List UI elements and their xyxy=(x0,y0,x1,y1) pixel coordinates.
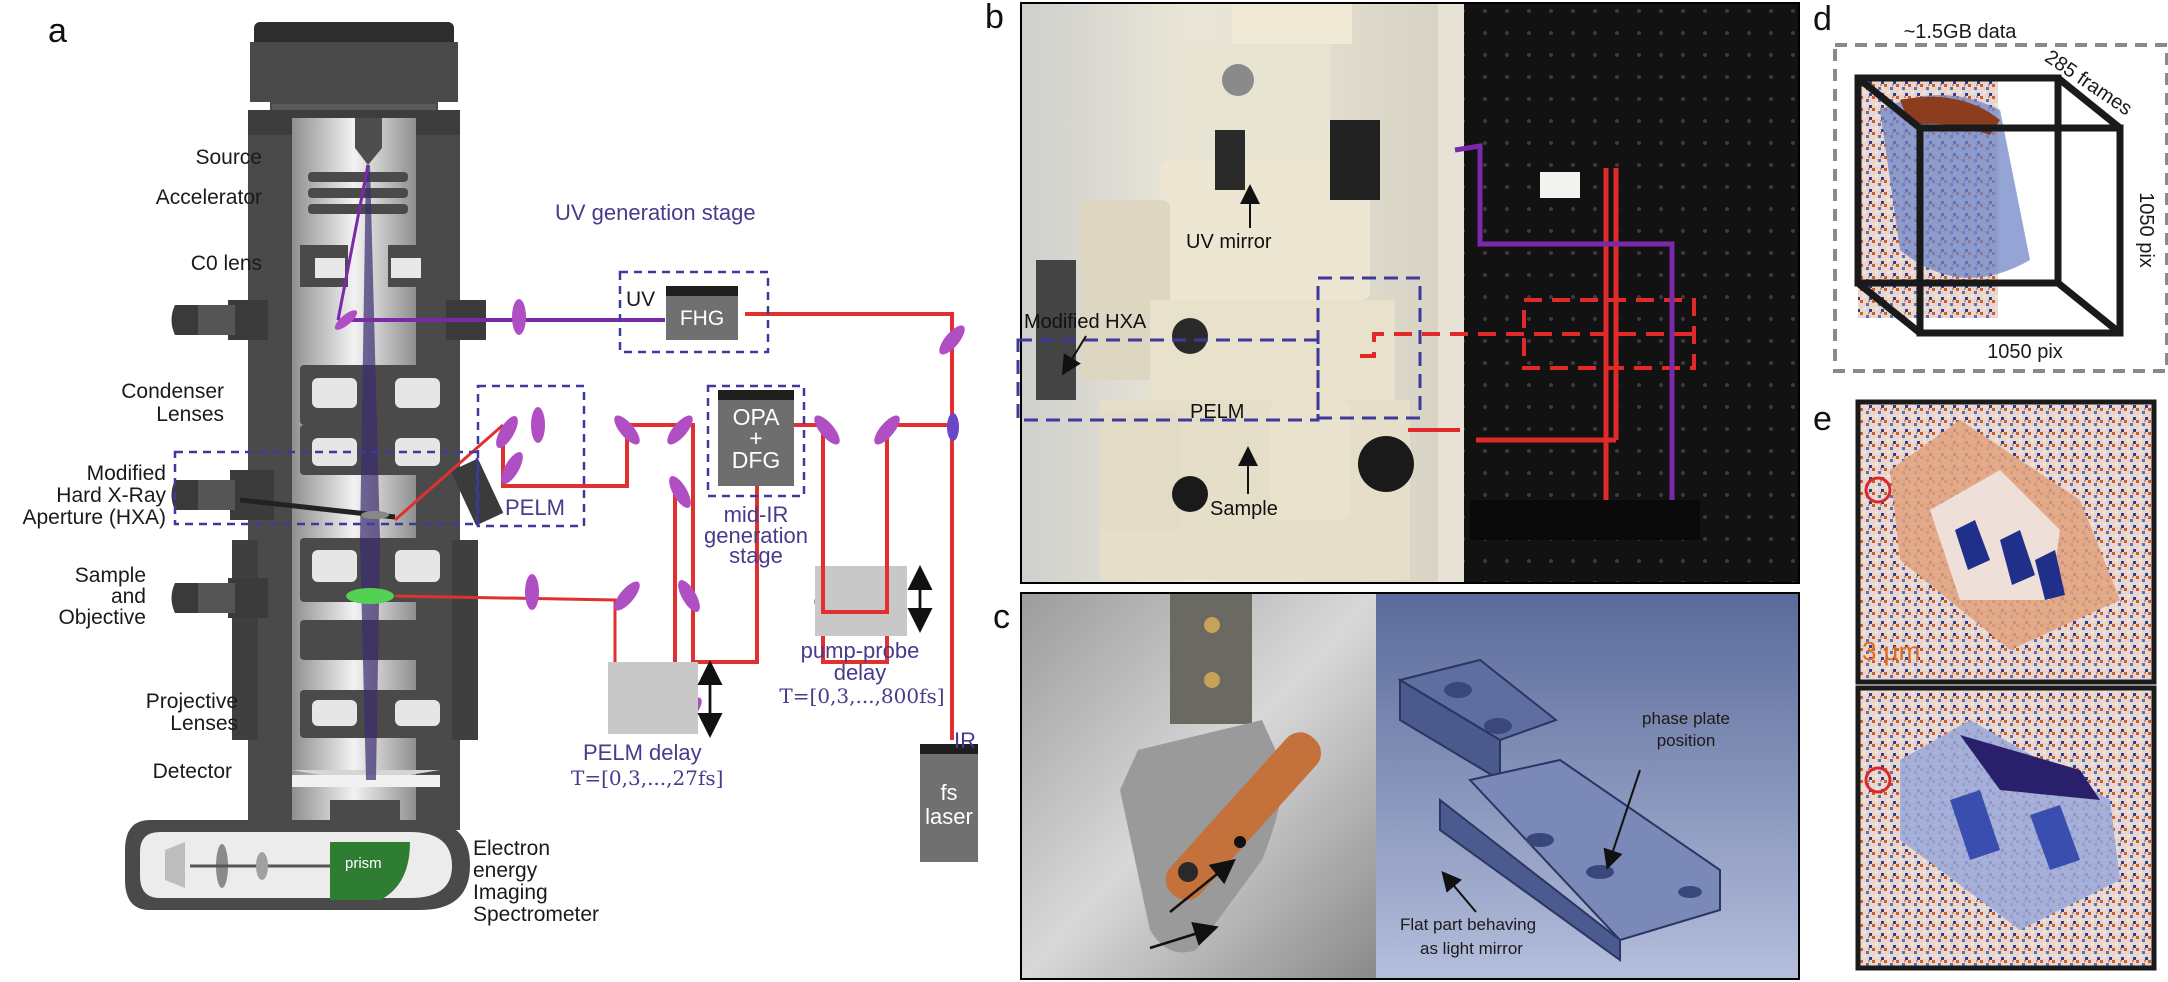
panel-c-labels: phase plate position Flat part behaving … xyxy=(1400,709,1730,958)
midir-line1: mid-IR xyxy=(724,502,789,527)
laser-line2: laser xyxy=(925,804,973,829)
label-spec-2: energy xyxy=(473,859,538,882)
label-c0-lens: C0 lens xyxy=(191,252,262,275)
sample-spot xyxy=(346,588,394,604)
label-accelerator: Accelerator xyxy=(156,186,262,209)
flat-part-line1: Flat part behaving xyxy=(1400,915,1536,934)
label-hxa-2: Hard X-Ray xyxy=(56,484,166,507)
uv-stage-title: UV generation stage xyxy=(555,200,756,225)
uv-generation-stage: UV generation stage FHG UV xyxy=(555,200,770,354)
pelm-delay-label: PELM delay xyxy=(583,740,702,765)
fhg-label: FHG xyxy=(680,307,724,330)
scale-bar-label: 3 µm xyxy=(1862,636,1920,666)
opa-line3: DFG xyxy=(732,447,781,473)
pump-probe-range: T=[0,3,...,800fs] xyxy=(779,684,944,708)
pelm-stage: PELM PELM delay T=[0,3,...,27fs] xyxy=(173,384,723,790)
label-projective-1: Projective xyxy=(146,690,238,713)
label-sample-1: Sample xyxy=(75,564,146,587)
fs-laser: fs laser IR xyxy=(920,728,978,862)
panel-label-d: d xyxy=(1813,0,1832,38)
pelm-label: PELM xyxy=(505,495,565,520)
pix-vertical-label: 1050 pix xyxy=(2135,192,2157,268)
laser-line1: fs xyxy=(940,780,957,805)
opa-dfg-stage: OPA + DFG mid-IR generation stage xyxy=(704,384,808,568)
opa-line1: OPA xyxy=(733,404,781,430)
panel-label-a: a xyxy=(48,12,67,50)
panel-b-photo xyxy=(1016,2,1800,584)
label-condenser-1: Condenser xyxy=(121,380,224,403)
modified-hxa-label: Modified HXA xyxy=(1024,311,1147,333)
pump-probe-line1: pump-probe xyxy=(801,638,920,663)
panel-c-photo xyxy=(1020,592,1800,980)
panel-label-c: c xyxy=(993,598,1010,636)
side-ports xyxy=(171,305,396,613)
label-spec-3: Imaging xyxy=(473,881,548,904)
flat-part-line2: as light mirror xyxy=(1420,939,1523,958)
sample-photo-label: Sample xyxy=(1210,498,1278,520)
data-size-label: ~1.5GB data xyxy=(1904,21,2018,43)
pelm-photo-label: PELM xyxy=(1190,401,1244,423)
uv-label: UV xyxy=(626,288,655,311)
phase-plate-line2: position xyxy=(1657,731,1716,750)
spectrometer: prism xyxy=(125,820,470,910)
pelm-delay-range: T=[0,3,...,27fs] xyxy=(571,766,723,790)
label-condenser-2: Lenses xyxy=(156,403,224,426)
label-sample-2: and xyxy=(111,585,146,608)
pump-probe-delay: pump-probe delay T=[0,3,...,800fs] xyxy=(779,565,945,708)
pix-horizontal-label: 1050 pix xyxy=(1987,341,2063,363)
pump-probe-line2: delay xyxy=(834,660,887,685)
midir-line3: stage xyxy=(729,543,783,568)
prism-shape xyxy=(330,842,410,900)
label-hxa-3: Aperture (HXA) xyxy=(22,506,166,529)
prism-label: prism xyxy=(345,855,382,872)
panel-d-data-cube xyxy=(1833,43,2168,373)
label-sample-3: Objective xyxy=(58,606,146,629)
label-detector: Detector xyxy=(153,760,232,783)
label-spec-4: Spectrometer xyxy=(473,903,599,926)
column-labels: Source Accelerator C0 lens Condenser Len… xyxy=(22,146,599,926)
ir-label: IR xyxy=(954,728,976,753)
phase-plate-line1: phase plate xyxy=(1642,709,1730,728)
panel-b-labels: UV mirror Modified HXA PELM Sample xyxy=(1024,184,1278,520)
label-projective-2: Lenses xyxy=(170,712,238,735)
opa-line2: + xyxy=(749,425,762,451)
label-spec-1: Electron xyxy=(473,837,550,860)
label-source: Source xyxy=(195,146,262,169)
uv-beam-internal xyxy=(336,164,370,321)
uv-mirror-label: UV mirror xyxy=(1186,231,1272,253)
label-hxa-1: Modified xyxy=(87,462,166,485)
midir-line2: generation xyxy=(704,523,808,548)
panel-label-e: e xyxy=(1813,400,1832,438)
panel-e-images: 3 µm xyxy=(1855,399,2157,971)
panel-label-b: b xyxy=(985,0,1004,36)
optics-elements xyxy=(334,299,965,727)
